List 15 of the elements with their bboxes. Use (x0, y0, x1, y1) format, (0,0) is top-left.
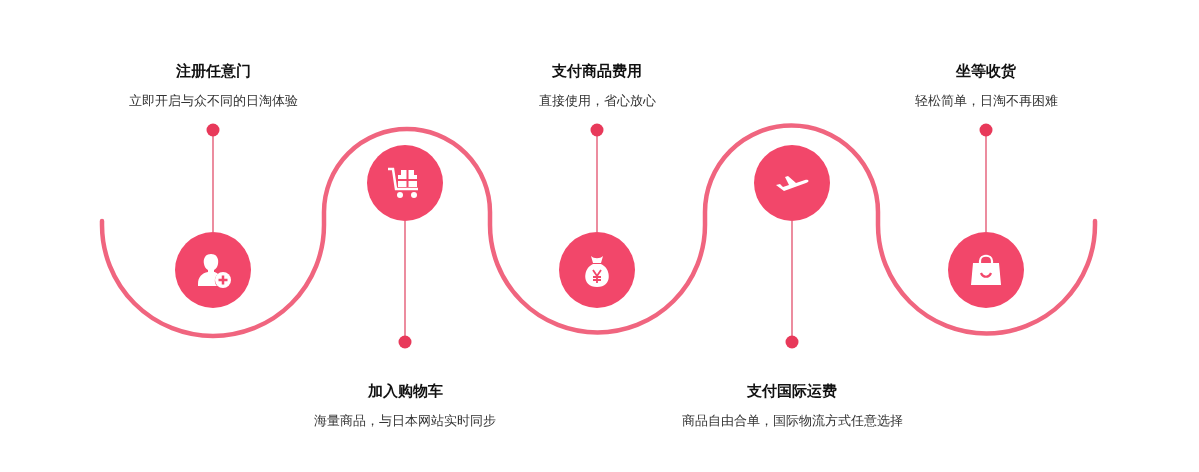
leader-line (979, 123, 993, 233)
step-title: 注册任意门 (175, 61, 251, 82)
step-title: 支付商品费用 (552, 61, 642, 82)
leader-line (398, 220, 412, 349)
step-description: 立即开启与众不同的日淘体验 (128, 92, 298, 110)
step-description: 海量商品，与日本网站实时同步 (314, 412, 496, 430)
leader-line (785, 220, 799, 349)
leader-line (206, 123, 220, 233)
step-title: 坐等收货 (956, 61, 1016, 82)
step-description: 轻松简单，日淘不再困难 (914, 92, 1058, 110)
leader-line (590, 123, 604, 233)
step-title: 支付国际运费 (747, 381, 837, 402)
step-title: 加入购物车 (367, 381, 443, 402)
step-description: 商品自由合单，国际物流方式任意选择 (681, 412, 903, 430)
step-description: 直接使用，省心放心 (538, 92, 656, 110)
